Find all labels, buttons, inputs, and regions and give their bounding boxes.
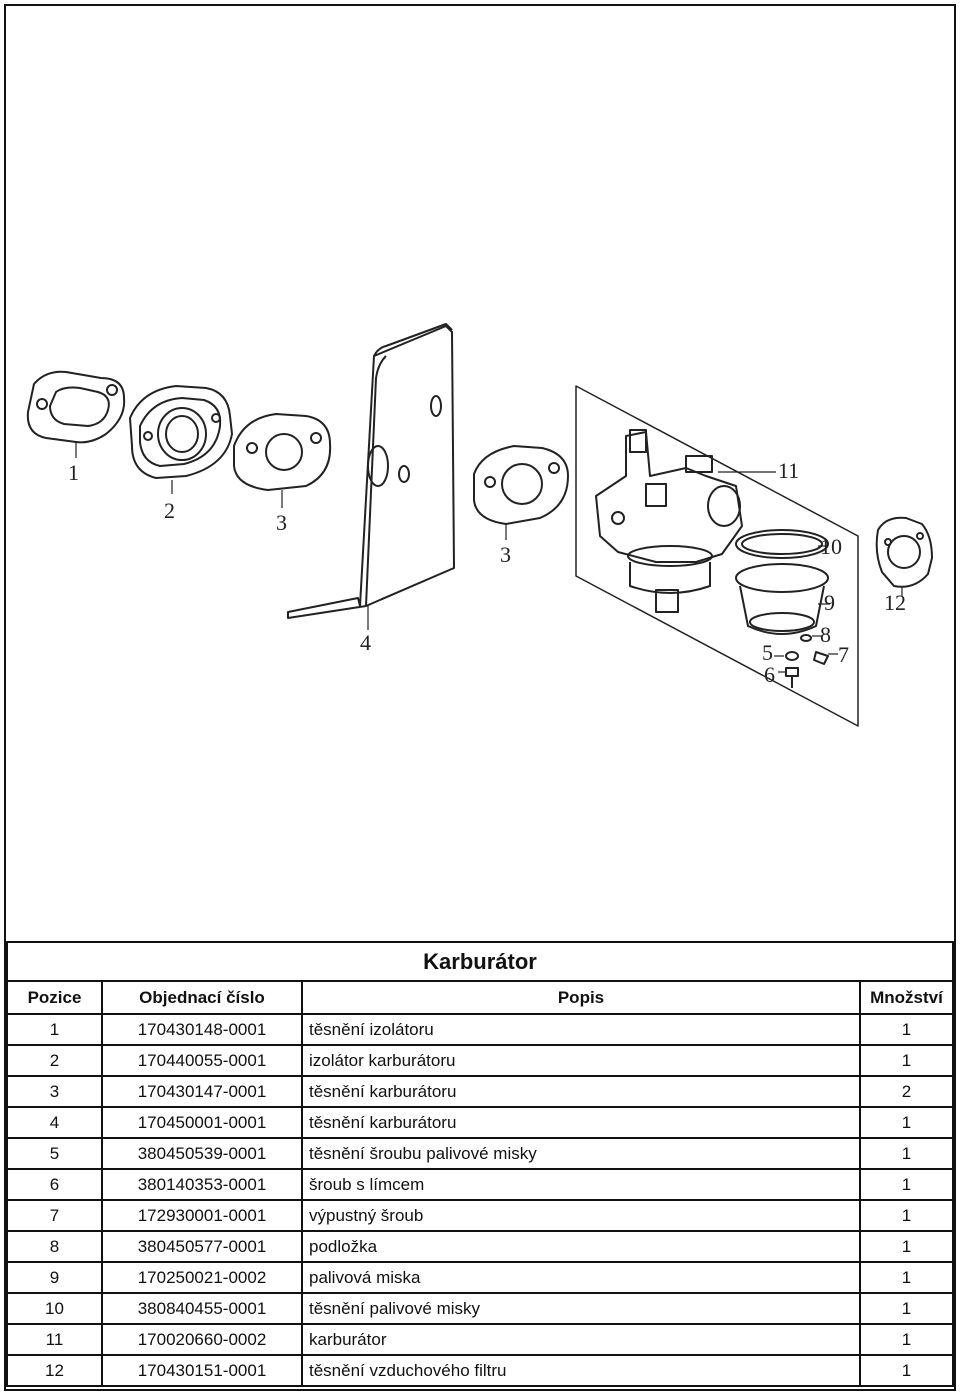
page-frame <box>4 4 956 1391</box>
carburetor-assembly-frame <box>575 385 859 727</box>
part-9-fuel-bowl <box>735 563 830 635</box>
callout-1: 1 <box>68 460 79 485</box>
row-quantity: 1 <box>859 1168 954 1201</box>
row-position: 2 <box>6 1044 103 1077</box>
row-description: těsnění palivové misky <box>301 1292 861 1325</box>
row-order-number: 380840455-0001 <box>101 1292 303 1325</box>
callout-5: 5 <box>762 640 773 665</box>
header-pozice: Pozice <box>6 980 103 1015</box>
exploded-parts-diagram: 1 2 3 3 4 5 6 7 8 9 10 11 12 <box>6 6 954 941</box>
row-position: 11 <box>6 1323 103 1356</box>
callout-3-right: 3 <box>500 542 511 567</box>
row-quantity: 1 <box>859 1292 954 1325</box>
row-quantity: 1 <box>859 1230 954 1263</box>
row-quantity: 1 <box>859 1261 954 1294</box>
row-description: palivová miska <box>301 1261 861 1294</box>
callout-7: 7 <box>838 642 849 667</box>
part-4-heat-shield <box>287 323 455 630</box>
callout-4: 4 <box>360 630 371 655</box>
callout-10: 10 <box>820 534 842 559</box>
callout-3: 3 <box>276 510 287 535</box>
row-description: výpustný šroub <box>301 1199 861 1232</box>
row-description: těsnění karburátoru <box>301 1106 861 1139</box>
header-objednaci-cislo: Objednací číslo <box>101 980 303 1015</box>
row-order-number: 172930001-0001 <box>101 1199 303 1232</box>
table-header-row: Pozice Objednací číslo Popis Množství <box>6 980 954 1015</box>
row-position: 7 <box>6 1199 103 1232</box>
part-1-insulator-gasket <box>26 370 126 458</box>
row-order-number: 170440055-0001 <box>101 1044 303 1077</box>
row-order-number: 380140353-0001 <box>101 1168 303 1201</box>
part-3-carburetor-gasket <box>233 413 332 508</box>
callout-11: 11 <box>778 458 799 483</box>
row-order-number: 170020660-0002 <box>101 1323 303 1356</box>
row-quantity: 1 <box>859 1199 954 1232</box>
row-quantity: 1 <box>859 1323 954 1356</box>
row-position: 12 <box>6 1354 103 1387</box>
row-description: těsnění šroubu palivové misky <box>301 1137 861 1170</box>
row-description: těsnění izolátoru <box>301 1013 861 1046</box>
row-order-number: 170450001-0001 <box>101 1106 303 1139</box>
row-position: 3 <box>6 1075 103 1108</box>
part-3-carburetor-gasket-right <box>473 445 569 540</box>
header-mnozstvi: Množství <box>859 980 954 1015</box>
row-order-number: 170430148-0001 <box>101 1013 303 1046</box>
callout-12: 12 <box>884 590 906 615</box>
parts-5-8-fasteners <box>774 634 838 688</box>
row-quantity: 2 <box>859 1075 954 1108</box>
table-title: Karburátor <box>6 941 954 982</box>
row-description: karburátor <box>301 1323 861 1356</box>
part-10-fuel-bowl-gasket <box>735 529 829 559</box>
row-position: 5 <box>6 1137 103 1170</box>
row-description: izolátor karburátoru <box>301 1044 861 1077</box>
row-quantity: 1 <box>859 1013 954 1046</box>
row-quantity: 1 <box>859 1137 954 1170</box>
row-order-number: 170430151-0001 <box>101 1354 303 1387</box>
row-order-number: 170250021-0002 <box>101 1261 303 1294</box>
row-position: 9 <box>6 1261 103 1294</box>
row-position: 8 <box>6 1230 103 1263</box>
row-position: 10 <box>6 1292 103 1325</box>
row-quantity: 1 <box>859 1044 954 1077</box>
parts-table: Karburátor Pozice Objednací číslo Popis … <box>6 941 954 1387</box>
part-12-air-filter-gasket <box>875 516 933 596</box>
header-popis: Popis <box>301 980 861 1015</box>
row-description: těsnění karburátoru <box>301 1075 861 1108</box>
part-11-carburetor <box>595 429 776 613</box>
part-2-carburetor-insulator <box>129 385 233 494</box>
row-quantity: 1 <box>859 1106 954 1139</box>
callout-6: 6 <box>764 662 775 687</box>
row-order-number: 380450539-0001 <box>101 1137 303 1170</box>
row-order-number: 170430147-0001 <box>101 1075 303 1108</box>
row-position: 4 <box>6 1106 103 1139</box>
row-order-number: 380450577-0001 <box>101 1230 303 1263</box>
row-position: 1 <box>6 1013 103 1046</box>
row-quantity: 1 <box>859 1354 954 1387</box>
row-description: těsnění vzduchového filtru <box>301 1354 861 1387</box>
callout-8: 8 <box>820 622 831 647</box>
row-position: 6 <box>6 1168 103 1201</box>
callout-2: 2 <box>164 498 175 523</box>
row-description: šroub s límcem <box>301 1168 861 1201</box>
callout-9: 9 <box>824 590 835 615</box>
row-description: podložka <box>301 1230 861 1263</box>
